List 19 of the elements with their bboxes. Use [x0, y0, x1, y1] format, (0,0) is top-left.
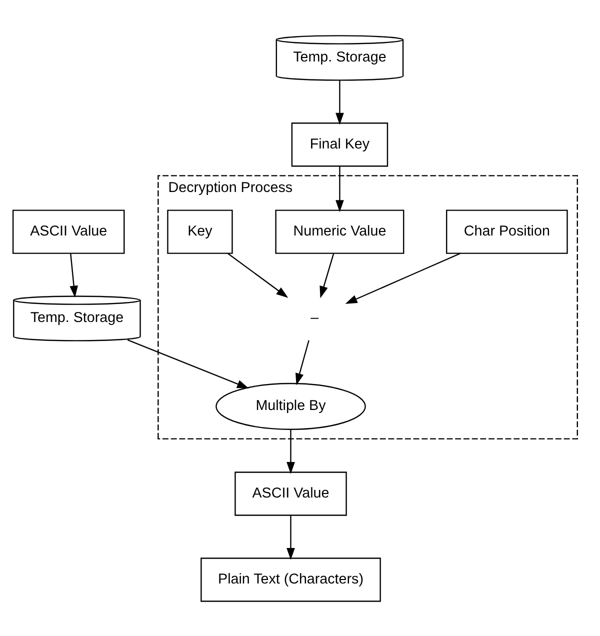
node-ellipse: Multiple By [216, 382, 366, 430]
arrow [345, 252, 461, 304]
node-text: – [310, 310, 319, 326]
node-box: ASCII Value [234, 471, 347, 516]
arrow [227, 252, 288, 298]
node-box: Char Position [446, 209, 568, 254]
arrow [336, 80, 344, 124]
node-box: Numeric Value [275, 209, 404, 254]
arrow [296, 340, 310, 385]
arrow [70, 252, 78, 298]
node-box: Key [167, 209, 233, 254]
node-box: Final Key [291, 122, 388, 166]
arrow [127, 338, 249, 388]
arrow [336, 166, 344, 212]
node-box: ASCII Value [12, 209, 125, 254]
arrow [320, 252, 334, 298]
arrow [286, 429, 295, 474]
arrow [286, 515, 295, 560]
node-box: Plain Text (Characters) [200, 557, 381, 602]
